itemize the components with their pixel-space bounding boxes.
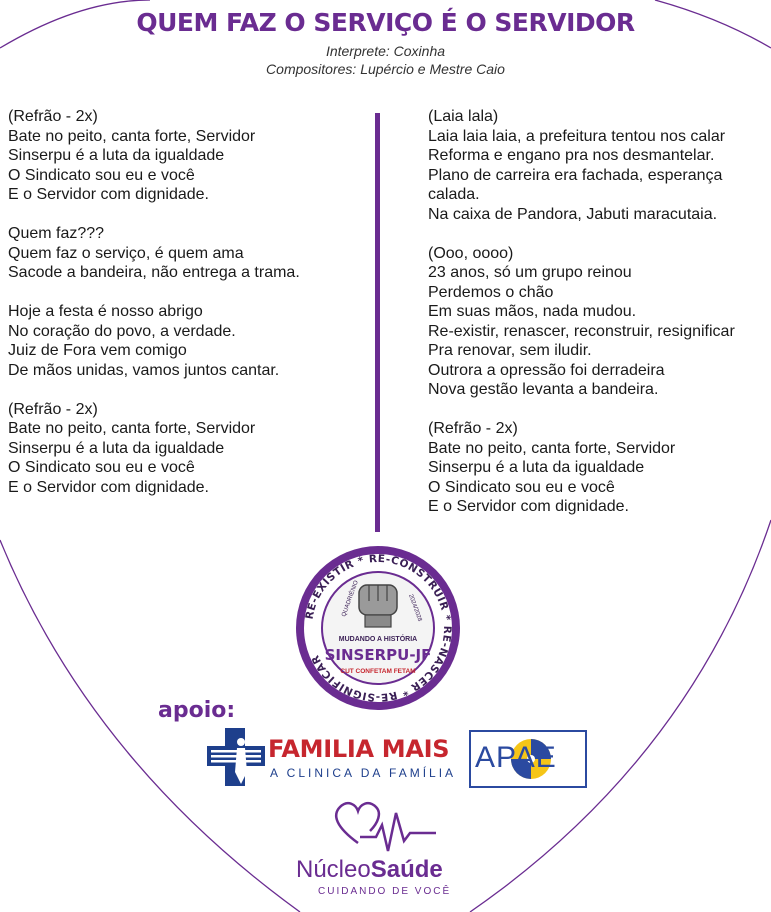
lyric-line: calada. [428, 186, 480, 203]
nucleo-saude-name: NúcleoSaúde [296, 856, 443, 884]
nucleo-bold: Saúde [370, 856, 443, 883]
nucleo-saude-heart-icon [335, 801, 436, 852]
lyrics-stanza: (Refrão - 2x) Bate no peito, canta forte,… [8, 400, 300, 498]
lyric-line: Sinserpu é a luta da igualdade [8, 147, 225, 164]
lyric-line: (Refrão - 2x) [8, 108, 98, 125]
lyric-line: (Refrão - 2x) [8, 400, 98, 418]
lyric-line: O Sindicato sou eu e você [8, 166, 195, 184]
lyrics-left-column: (Refrão - 2x) Bate no peito, canta forte,… [8, 107, 300, 517]
interpreter-credit: Interprete: Coxinha [325, 43, 446, 59]
seal-name: SINSERPU-JF [325, 646, 432, 664]
lyric-line: Reforma e engano pra nos desmantelar. [428, 147, 715, 164]
familia-mais-title: FAMILIA MAIS [268, 735, 450, 763]
lyric-line: E o Servidor com dignidade. [8, 186, 209, 203]
nucleo-light: Núcleo [296, 856, 371, 883]
lyric-line: O Sindicato sou eu e você [8, 459, 195, 476]
lyric-line: Bate no peito, canta forte, Servidor [8, 420, 256, 437]
lyrics-stanza: (Refrão - 2x) Bate no peito, canta forte,… [8, 107, 300, 205]
apae-flower-icon [511, 739, 551, 779]
lyric-line: O Sindicato sou eu e você [428, 478, 615, 496]
lyric-line: Sacode a bandeira, não entrega a trama. [8, 264, 300, 281]
lyric-line: (Laia lala) [428, 108, 499, 125]
lyric-line: Nova gestão levanta a bandeira. [428, 381, 659, 398]
page-title: QUEM FAZ O SERVIÇO É O SERVIDOR [136, 8, 635, 37]
lyric-line: Em suas mãos, nada mudou. [428, 303, 637, 320]
lyric-line: E o Servidor com dignidade. [428, 498, 629, 515]
lyric-line: Plano de carreira era fachada, esperança [428, 166, 723, 184]
lyric-line: Laia laia laia, a prefeitura tentou nos … [428, 127, 726, 145]
lyric-line: Hoje a festa é nosso abrigo [8, 303, 203, 320]
apae-text: APAE [475, 741, 557, 774]
fist-icon [358, 584, 398, 628]
lyrics-stanza: Quem faz??? Quem faz o serviço, é quem am… [8, 224, 300, 283]
lyric-line: Perdemos o chão [428, 283, 554, 301]
seal-affiliates: CUT CONFETAM FETAM [340, 668, 415, 675]
lyrics-stanza: (Laia lala) Laia laia laia, a prefeitura … [428, 107, 735, 224]
seal-tagline: MUDANDO A HISTÓRIA [339, 634, 417, 643]
lyric-line: Quem faz??? [8, 225, 105, 242]
support-label: apoio: [158, 698, 236, 723]
lyric-line: Quem faz o serviço, é quem ama [8, 244, 244, 262]
lyrics-stanza: (Refrão - 2x) Bate no peito, canta forte,… [428, 419, 735, 517]
lyric-line: 23 anos, só um grupo reinou [428, 264, 632, 281]
lyrics-right-column: (Laia lala) Laia laia laia, a prefeitura … [428, 107, 735, 536]
sinserpu-seal: RE-EXISTIR * RE-CONSTRUIR * RE-NASCER * … [296, 546, 460, 710]
lyric-line: (Refrão - 2x) [428, 420, 518, 437]
lyric-line: No coração do povo, a verdade. [8, 322, 236, 340]
lyric-line: E o Servidor com dignidade. [8, 478, 209, 496]
lyrics-stanza: Hoje a festa é nosso abrigo No coração do… [8, 302, 300, 380]
nucleo-saude-tagline: CUIDANDO DE VOCÊ [318, 886, 452, 897]
lyric-line: De mãos unidas, vamos juntos cantar. [8, 361, 280, 379]
lyric-line: Sinserpu é a luta da igualdade [8, 439, 225, 457]
familia-mais-logo-icon [207, 728, 265, 786]
familia-mais-subtitle: A CLINICA DA FAMÍLIA [270, 766, 457, 780]
lyric-line: Outrora a opressão foi derradeira [428, 361, 665, 379]
lyric-line: Juiz de Fora vem comigo [8, 342, 187, 359]
lyric-line: Na caixa de Pandora, Jabuti maracutaia. [428, 205, 718, 223]
lyric-line: (Ooo, oooo) [428, 244, 514, 262]
composers-credit: Compositores: Lupércio e Mestre Caio [266, 61, 505, 77]
lyric-line: Bate no peito, canta forte, Servidor [8, 127, 256, 145]
column-divider [375, 113, 380, 532]
lyric-line: Sinserpu é a luta da igualdade [428, 459, 645, 476]
lyric-line: Bate no peito, canta forte, Servidor [428, 439, 676, 457]
lyric-line: Pra renovar, sem iludir. [428, 342, 592, 359]
lyric-line: Re-existir, renascer, reconstruir, resig… [428, 322, 735, 340]
